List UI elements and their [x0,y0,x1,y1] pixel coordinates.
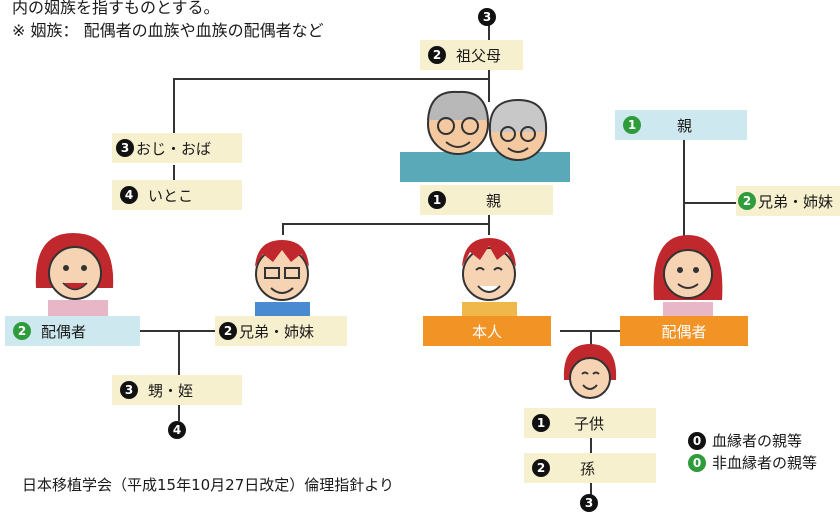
connector [488,24,490,40]
connector [590,483,592,495]
degree-badge: 2 [219,322,237,340]
nephew-niece-node: 3 甥・姪 [112,375,242,405]
connector [590,438,592,453]
degree-badge: 1 [532,414,550,432]
node-label: 親 [677,116,693,135]
legend-blood-badge: 0 [688,431,706,450]
connector [282,223,284,235]
legend-blood: 0 血縁者の親等 [688,430,802,451]
degree-badge: 3 [120,381,138,399]
degree-badge: 2 [738,192,756,210]
grandchild-below-badge: 3 [580,494,598,512]
connector [488,215,490,225]
self-illustration [462,238,517,317]
connector [178,330,180,375]
degree-badge: 2 [428,46,446,64]
header-line-1: 内の姻族を指すものとする。 [12,0,220,17]
parent-node: 1 親 [420,185,553,215]
left-spouse-illustration [35,233,114,318]
connector [173,78,490,80]
connector [683,202,738,204]
node-label: いとこ [148,186,194,205]
grandchild-node: 2 孫 [524,453,656,483]
cousin-node: 4 いとこ [112,180,242,210]
degree-badge: 1 [428,191,446,209]
sibling-spouse-node: 2 配偶者 [5,316,140,346]
degree-badge: 2 [13,322,31,340]
connector [590,330,592,345]
uncle-aunt-node: 3 おじ・おば [112,133,242,163]
connector [173,165,175,180]
node-label: 孫 [580,459,596,478]
grandparent-node: 2 祖父母 [420,40,523,70]
connector [488,66,490,102]
self-node: 本人 [423,316,551,346]
degree-badge: 3 [116,139,134,157]
connector [178,405,180,421]
top-degree-badge: 3 [478,8,496,26]
header-line-2: ※ 姻族： 配偶者の血族や血族の配偶者など [12,21,324,40]
connector [140,330,220,332]
node-label: 甥・姪 [148,381,194,400]
node-label: 親 [486,191,502,210]
node-label: 兄弟・姉妹 [239,322,315,341]
grandparents-illustration [400,90,570,182]
nephew-below-badge: 4 [168,421,186,439]
spouse-illustration [653,235,723,318]
connector [488,223,490,235]
connector [173,78,175,133]
node-label: 祖父母 [456,46,502,65]
child-illustration [563,344,617,399]
source-footer: 日本移植学会（平成15年10月27日改定）倫理指針より [22,476,394,494]
degree-badge: 4 [120,186,138,204]
sibling-illustration [255,240,310,317]
legend-nonblood-label: 非血縁者の親等 [712,454,818,472]
spouse-sibling-node: 2 兄弟・姉妹 [736,186,840,216]
connector [683,139,685,259]
node-label: おじ・おば [136,139,212,158]
legend-nonblood: 0 非血縁者の親等 [688,452,817,473]
child-node: 1 子供 [524,408,656,438]
sibling-node: 2 兄弟・姉妹 [215,316,347,346]
degree-badge: 1 [623,116,641,134]
spouse-parent-node: 1 親 [615,110,747,140]
node-label: 配偶者 [41,322,87,341]
node-label: 兄弟・姉妹 [758,192,834,211]
connector [282,223,490,225]
node-label: 配偶者 [661,322,707,341]
node-label: 子供 [574,414,605,433]
legend-nonblood-badge: 0 [688,453,706,472]
legend-blood-label: 血縁者の親等 [712,432,803,450]
spouse-node: 配偶者 [620,316,748,346]
node-label: 本人 [471,322,502,341]
degree-badge: 2 [532,459,550,477]
